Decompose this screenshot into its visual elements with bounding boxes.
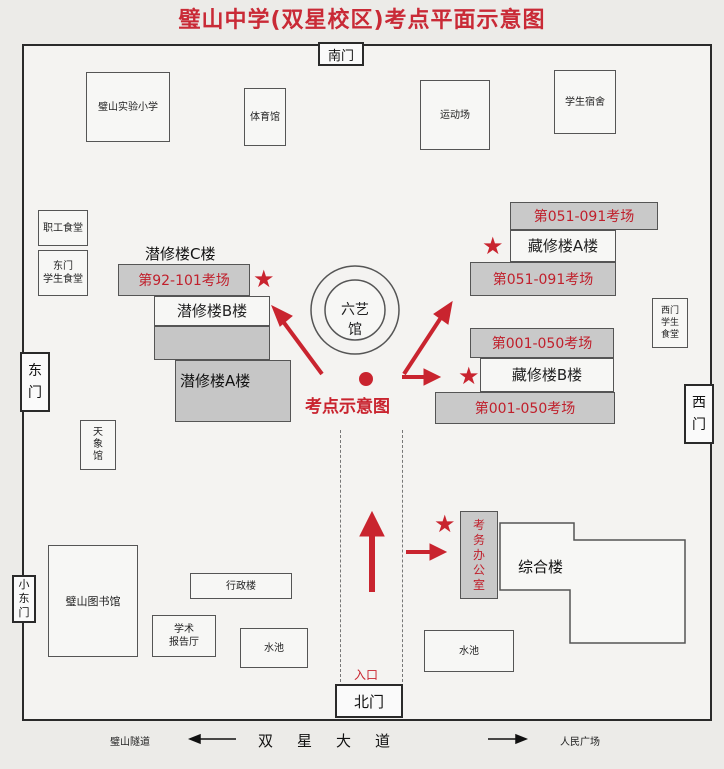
center-label: 考点示意图 xyxy=(305,397,390,417)
road-left-label: 璧山隧道 xyxy=(110,737,150,748)
arrow-head-office xyxy=(429,543,448,561)
cangxiu-a-bottom-room: 第051-091考场 xyxy=(470,262,616,296)
gym: 体育馆 xyxy=(244,88,286,146)
complex-building-outline xyxy=(499,522,686,644)
qianxiu-b-block xyxy=(154,326,270,360)
qianxiu-a-block xyxy=(175,360,291,422)
arrow-head-right xyxy=(423,368,442,386)
arrow-to-cangxiu xyxy=(402,314,444,376)
east-gate: 东 门 xyxy=(20,352,50,412)
exam-office: 考 务 办 公 室 xyxy=(460,511,498,599)
cangxiu-b-top-room: 第001-050考场 xyxy=(470,328,614,358)
east-canteen: 东门 学生食堂 xyxy=(38,250,88,296)
primary-school: 璧山实验小学 xyxy=(86,72,170,142)
cangxiu-b-bottom-room: 第001-050考场 xyxy=(435,392,615,424)
pool-left: 水池 xyxy=(240,628,308,668)
road-arrow-left-head xyxy=(187,733,201,745)
qianxiu-b-building: 潜修楼B楼 xyxy=(154,296,270,326)
west-gate: 西 门 xyxy=(684,384,714,444)
staff-canteen: 职工食堂 xyxy=(38,210,88,246)
star-icon: ★ xyxy=(482,232,504,260)
cangxiu-a-top-room: 第051-091考场 xyxy=(510,202,658,230)
road-right-label: 人民广场 xyxy=(560,737,600,748)
cangxiu-a-building: 藏修楼A楼 xyxy=(510,230,616,262)
arrow-head-cangxiu xyxy=(433,300,453,325)
arrow-head-qianxiu xyxy=(271,304,293,327)
entrance-label: 入口 xyxy=(354,668,379,682)
small-east-gate: 小 东 门 xyxy=(12,575,36,623)
road-name: 双星大道 xyxy=(258,732,415,750)
cangxiu-b-building: 藏修楼B楼 xyxy=(480,358,614,392)
star-icon: ★ xyxy=(458,362,480,390)
liuyi-hall-label: 六艺馆 xyxy=(341,302,369,338)
arrow-head-up xyxy=(359,510,385,537)
observatory: 天 象 馆 xyxy=(80,420,116,470)
arrow-to-qianxiu xyxy=(280,318,324,376)
dormitory: 学生宿舍 xyxy=(554,70,616,134)
page-title: 璧山中学(双星校区)考点平面示意图 xyxy=(178,8,546,33)
admin-building: 行政楼 xyxy=(190,573,292,599)
liuyi-inner-ring xyxy=(324,279,386,341)
qianxiu-c-label: 潜修楼C楼 xyxy=(145,245,216,263)
center-dot xyxy=(359,372,373,386)
lecture-hall: 学术 报告厅 xyxy=(152,615,216,657)
path-line-right xyxy=(402,430,403,682)
star-icon: ★ xyxy=(434,510,456,538)
south-gate: 南门 xyxy=(318,42,364,66)
sports-field: 运动场 xyxy=(420,80,490,150)
path-line-left xyxy=(340,430,341,682)
qianxiu-c-exam-room: 第92-101考场 xyxy=(118,264,250,296)
library: 璧山图书馆 xyxy=(48,545,138,657)
complex-label: 综合楼 xyxy=(518,558,564,576)
west-canteen: 西门 学生 食堂 xyxy=(652,298,688,348)
road-arrow-right-head xyxy=(515,733,529,745)
qianxiu-a-label: 潜修楼A楼 xyxy=(180,372,251,390)
star-icon: ★ xyxy=(253,265,275,293)
pool-right: 水池 xyxy=(424,630,514,672)
liuyi-outer-ring xyxy=(310,265,400,355)
north-gate: 北门 xyxy=(335,684,403,718)
